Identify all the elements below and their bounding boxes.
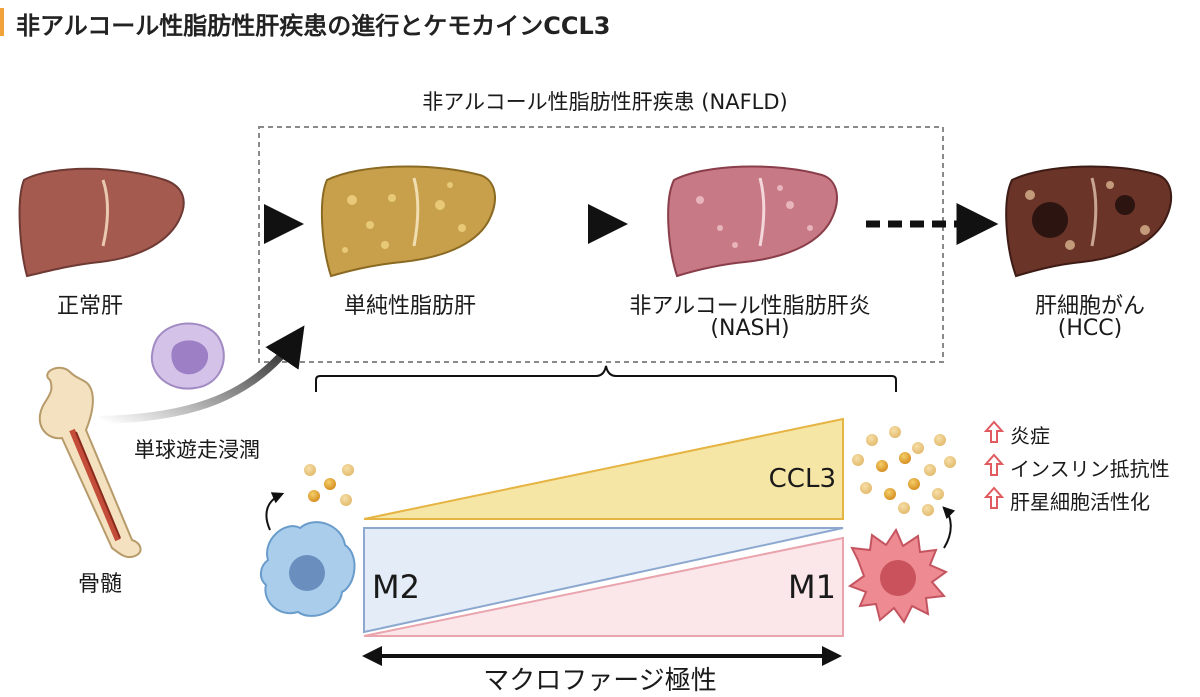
m2-macrophage-icon [260, 521, 356, 617]
ccl3-dots-left [304, 464, 354, 506]
title-accent-bar [0, 8, 4, 36]
m2-gradient-triangle [363, 527, 844, 634]
ccl3-gradient-triangle [363, 417, 844, 520]
polarity-label: マクロファージ極性 [483, 666, 717, 696]
monocyte-icon [150, 322, 225, 390]
stage-hcc-abbr: (HCC) [1057, 316, 1123, 341]
stage-simple-steatosis-label: 単純性脂肪肝 [343, 294, 476, 319]
m1-secretion-arrow [942, 506, 956, 549]
stage-nash-abbr: (NASH) [710, 316, 790, 341]
up-arrow-icon [983, 486, 1005, 509]
monocyte-infiltration-label: 単球遊走浸潤 [134, 438, 260, 462]
fatty-liver-icon [320, 165, 496, 278]
m2-secretion-arrow [265, 492, 285, 531]
normal-liver-icon [18, 167, 185, 278]
ccl3-label: CCL3 [768, 464, 836, 494]
nash-liver-icon [667, 165, 838, 278]
bone-marrow-label: 骨髄 [77, 572, 122, 597]
nafld-box-label: 非アルコール性脂肪性肝疾患 (NAFLD) [422, 90, 788, 114]
up-arrow-icon [983, 453, 1005, 476]
effect-item: インスリン抵抗性 [1010, 457, 1170, 481]
ccl3-dots-right [852, 426, 956, 516]
page-title: 非アルコール性脂肪性肝疾患の進行とケモカインCCL3 [16, 12, 611, 40]
stage-hcc-label: 肝細胞がん [1034, 294, 1145, 319]
m2-label: M2 [372, 568, 420, 606]
hcc-liver-icon [1005, 165, 1173, 278]
effect-item: 炎症 [1010, 424, 1050, 448]
infiltration-arrow [99, 325, 305, 424]
effect-item: 肝星細胞活性化 [1010, 490, 1150, 514]
bone-marrow-icon [38, 366, 142, 558]
stage-nash-label: 非アルコール性脂肪肝炎 [629, 294, 871, 319]
m1-label: M1 [788, 568, 836, 606]
stage-normal-label: 正常肝 [56, 294, 123, 319]
m1-macrophage-icon [847, 527, 949, 624]
nafld-brace [315, 365, 897, 392]
m1-gradient-triangle [363, 536, 844, 637]
up-arrow-icon [983, 420, 1005, 443]
nafld-box [258, 126, 944, 363]
